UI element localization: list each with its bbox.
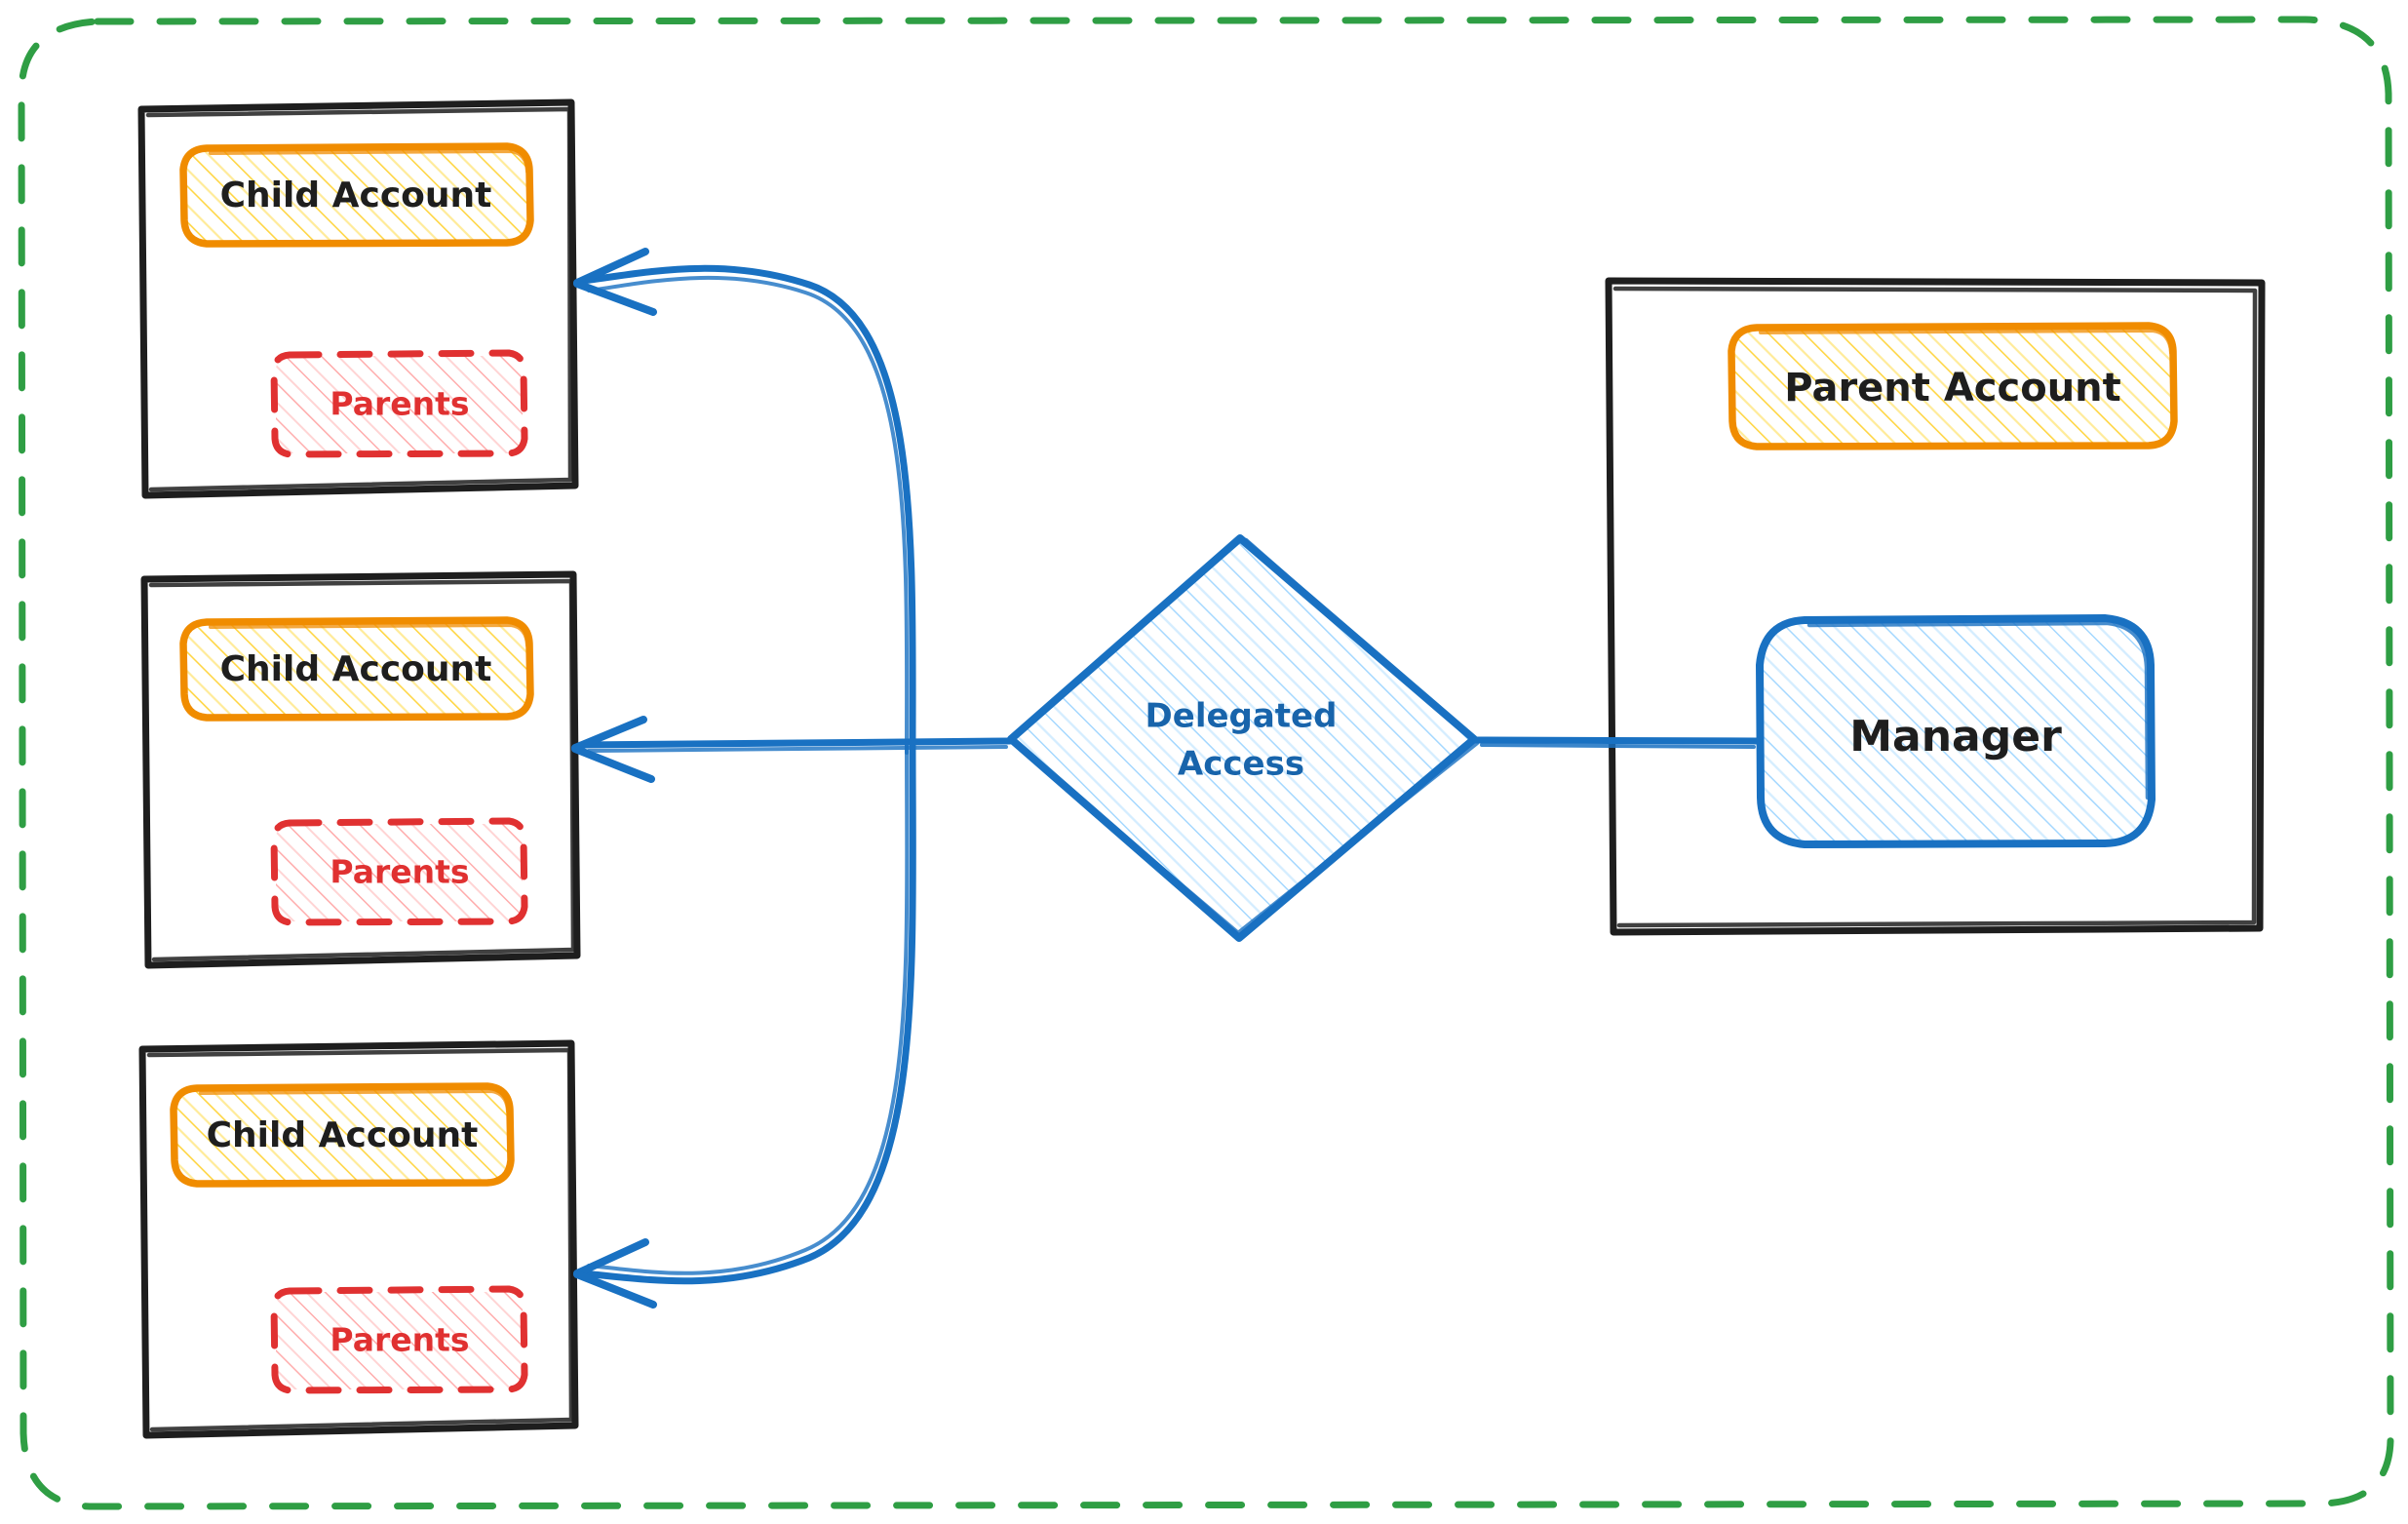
parents-chip-1[interactable]: Parents xyxy=(270,349,528,458)
delegated-access-diamond[interactable]: Delegated Access xyxy=(1007,534,1480,942)
connectors-group xyxy=(571,248,1761,1309)
connector-delegated-access-to-child-2[interactable] xyxy=(571,716,1014,783)
parents-label-2: Parents xyxy=(330,853,469,891)
delegated-access-label-line2: Access xyxy=(1178,745,1304,784)
child-account-chip-2[interactable]: Child Account xyxy=(179,616,534,722)
parent-account-container[interactable]: Parent Account Manager xyxy=(1605,277,2266,936)
child-account-container-2[interactable]: Child Account Parents xyxy=(140,570,581,969)
child-account-chip-1[interactable]: Child Account xyxy=(179,142,534,248)
outer-boundary xyxy=(18,16,2394,1510)
child-account-container-3[interactable]: Child Account Parents xyxy=(138,1039,579,1439)
delegated-access-label-line1: Delegated xyxy=(1146,697,1338,736)
parent-account-chip[interactable]: Parent Account xyxy=(1728,322,2178,450)
connector-manager-to-delegated-access[interactable] xyxy=(1472,736,1761,749)
connector-delegated-access-to-child-1[interactable] xyxy=(573,248,916,755)
child-account-label-1: Child Account xyxy=(220,176,492,215)
child-account-label-2: Child Account xyxy=(220,649,492,689)
manager-label: Manager xyxy=(1849,712,2062,762)
parents-label-1: Parents xyxy=(330,385,469,423)
parents-chip-2[interactable]: Parents xyxy=(270,817,528,926)
connector-delegated-access-to-child-3[interactable] xyxy=(573,737,916,1309)
parent-account-label: Parent Account xyxy=(1784,366,2121,410)
child-account-label-3: Child Account xyxy=(207,1115,479,1155)
child-account-chip-3[interactable]: Child Account xyxy=(170,1082,515,1188)
parents-label-3: Parents xyxy=(330,1321,469,1359)
manager-chip[interactable]: Manager xyxy=(1756,614,2156,848)
parents-chip-3[interactable]: Parents xyxy=(270,1285,528,1394)
child-account-container-1[interactable]: Child Account Parents xyxy=(137,98,579,499)
